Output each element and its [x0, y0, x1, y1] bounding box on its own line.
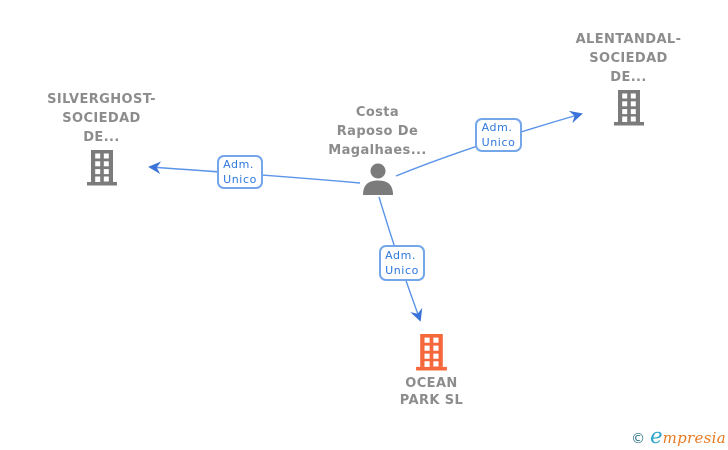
edge-box-label: Adm. Unico	[385, 249, 419, 277]
edge-box-person-to-alentandal[interactable]: Adm. Unico	[475, 118, 522, 152]
node-alentandal[interactable]: ALENTANDAL- SOCIEDAD DE...	[550, 30, 707, 126]
brand-name: mpresia	[662, 429, 726, 447]
person-icon	[359, 163, 397, 195]
copyright-icon: ©	[631, 431, 646, 447]
node-ocean-park[interactable]: OCEAN PARK SL	[354, 334, 509, 409]
node-silverghost[interactable]: SILVERGHOST- SOCIEDAD DE...	[24, 90, 179, 186]
edge-box-person-to-ocean-park[interactable]: Adm. Unico	[379, 245, 425, 281]
edge-box-person-to-silverghost[interactable]: Adm. Unico	[217, 155, 263, 189]
node-alentandal-label: ALENTANDAL- SOCIEDAD DE...	[575, 32, 682, 85]
node-person[interactable]: Costa Raposo De Magalhaes...	[305, 103, 450, 195]
edge-box-label: Adm. Unico	[481, 121, 516, 149]
building-icon-highlighted	[416, 334, 447, 371]
building-icon	[613, 90, 644, 126]
empresia-logo[interactable]: © e mpresia	[631, 424, 726, 448]
edge-line-person-to-silverghost	[148, 161, 361, 184]
building-icon	[86, 150, 117, 186]
brand-initial: e	[650, 424, 663, 448]
edge-box-label: Adm. Unico	[223, 158, 257, 186]
node-silverghost-label: SILVERGHOST- SOCIEDAD DE...	[47, 92, 156, 145]
node-ocean-park-label: OCEAN PARK SL	[399, 376, 464, 408]
node-person-label: Costa Raposo De Magalhaes...	[328, 105, 427, 158]
